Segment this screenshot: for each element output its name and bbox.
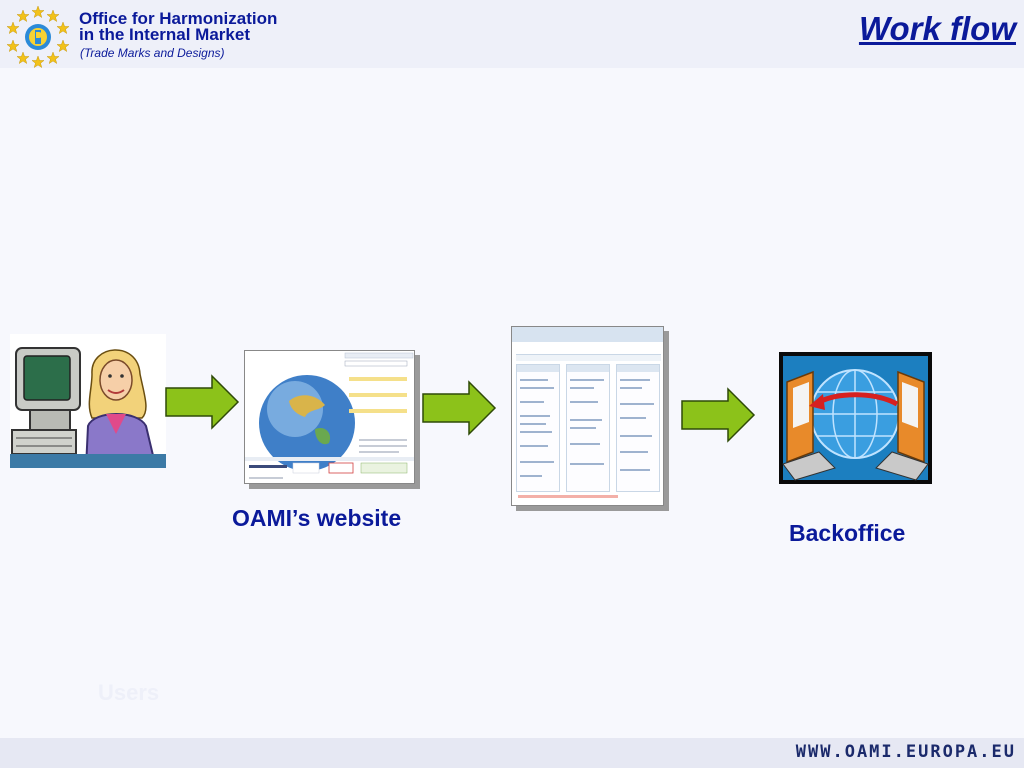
mypage-column xyxy=(566,364,610,492)
oami-website-label: OAMI’s website xyxy=(232,505,402,531)
mypage-tabs xyxy=(516,354,661,361)
users-label: Users xyxy=(98,680,160,705)
backoffice-label: Backoffice xyxy=(789,520,906,546)
mypage-column xyxy=(616,364,660,492)
org-name: Office for Harmonization in the Internal… xyxy=(79,9,278,44)
backoffice-network-icon xyxy=(779,352,932,484)
footer-url-link[interactable]: WWW.OAMI.EUROPA.EU xyxy=(795,742,1016,762)
mypage-banner xyxy=(512,327,663,342)
right-arrow-icon xyxy=(681,387,756,443)
org-name-line2: in the Internal Market xyxy=(79,25,250,44)
slide-header: Office for Harmonization in the Internal… xyxy=(0,0,1024,68)
oami-star-logo-icon xyxy=(6,5,70,68)
right-arrow-icon xyxy=(165,374,240,430)
user-at-computer-icon xyxy=(10,334,166,468)
org-name-line1: Office for Harmonization xyxy=(79,9,278,28)
slide-footer: WWW.OAMI.EUROPA.EU xyxy=(0,738,1024,768)
mypage-screenshot xyxy=(511,326,664,506)
slide-title: Work flow xyxy=(858,10,1016,47)
right-arrow-icon xyxy=(422,380,497,436)
oami-website-screenshot xyxy=(244,350,415,484)
mypage-footer xyxy=(518,495,618,498)
website-globe-image xyxy=(245,351,414,483)
mypage-column xyxy=(516,364,560,492)
org-subtitle: (Trade Marks and Designs) xyxy=(80,46,225,60)
